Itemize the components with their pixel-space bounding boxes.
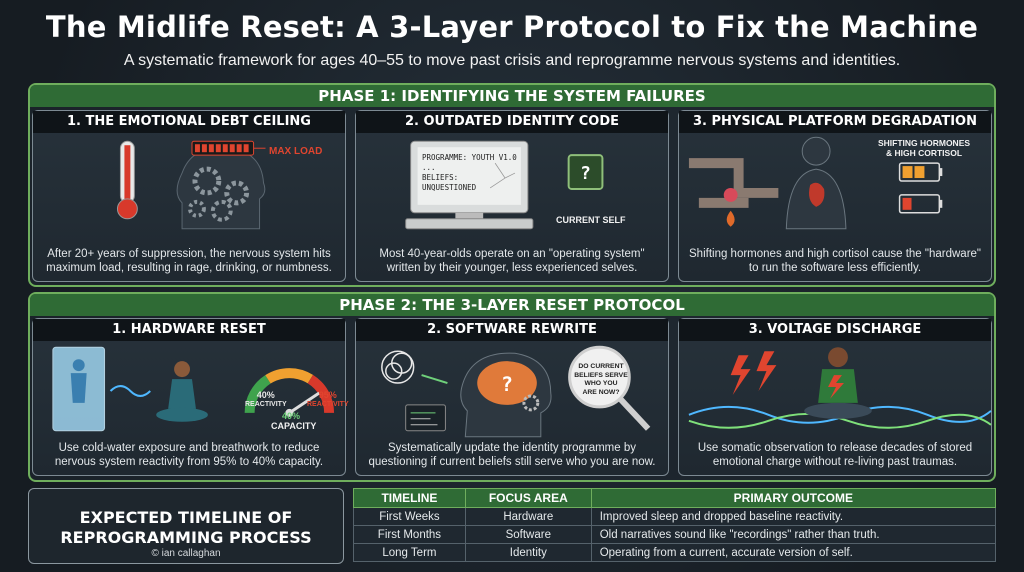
gauge-left-value: 40% — [256, 390, 275, 400]
card-title: 3. PHYSICAL PLATFORM DEGRADATION — [679, 111, 991, 133]
table-cell: Old narratives sound like "recordings" r… — [590, 525, 997, 544]
monitor-icon — [405, 140, 534, 230]
gauge-left-label: 40% REACTIVITY — [245, 391, 287, 409]
credit: © ian callaghan — [151, 548, 221, 559]
page-subtitle: A systematic framework for ages 40–55 to… — [123, 52, 901, 69]
gauge-center-label: 40% CAPACITY — [271, 411, 317, 431]
card-title: 3. VOLTAGE DISCHARGE — [679, 319, 991, 341]
phase-2-header: PHASE 2: THE 3-LAYER RESET PROTOCOL — [30, 294, 994, 316]
energy-wave-icon — [688, 412, 992, 429]
degraded-body-illustration — [688, 136, 943, 230]
card-description: Systematically update the identity progr… — [368, 442, 656, 468]
gauge-right-sub: REACTIVITY — [307, 401, 349, 408]
current-self-label: CURRENT SELF — [556, 215, 626, 225]
battery-low-icon — [898, 194, 943, 214]
card-title: 1. THE EMOTIONAL DEBT CEILING — [33, 111, 345, 133]
table-row: Long Term Identity Operating from a curr… — [353, 543, 997, 562]
question-line: DO CURRENT — [578, 363, 624, 370]
screen-line: BELIEFS: — [422, 173, 459, 182]
card-description: Use cold-water exposure and breathwork t… — [54, 442, 324, 468]
screen-line: ... — [422, 163, 436, 172]
meditation-figure-icon — [156, 361, 208, 422]
screen-line: UNQUESTIONED — [422, 183, 477, 192]
gauge-right-value: 95% — [318, 390, 337, 400]
table-cell: Long Term — [353, 543, 466, 562]
table-cell: Software — [464, 525, 592, 544]
head-brain-icon: ? — [460, 352, 552, 438]
svg-text:?: ? — [501, 373, 513, 396]
hormones-label-line: SHIFTING HORMONES — [877, 138, 971, 148]
card-hardware-reset: 1. HARDWARE RESET 40% REACTIVITY 95% REA… — [32, 318, 349, 476]
table-cell: Operating from a current, accurate versi… — [590, 543, 997, 562]
arrow-icon — [421, 374, 448, 384]
table-cell: Identity — [464, 543, 592, 562]
ice-block-icon — [52, 346, 106, 432]
card-description: Shifting hormones and high cortisol caus… — [689, 248, 981, 274]
timeline-table: TIMELINE FOCUS AREA PRIMARY OUTCOME Firs… — [353, 488, 997, 562]
svg-text:?: ? — [580, 163, 591, 184]
card-description: Most 40-year-olds operate on an "operati… — [379, 248, 645, 274]
table-cell: Improved sleep and dropped baseline reac… — [590, 507, 997, 526]
screen-text: PROGRAMME: YOUTH V1.0 ... BELIEFS: UNQUE… — [422, 153, 517, 193]
timeline-heading-box: EXPECTED TIMELINE OF REPROGRAMMING PROCE… — [28, 488, 344, 564]
table-cell: First Months — [353, 525, 466, 544]
gauge-center-value: 40% — [281, 411, 300, 421]
card-voltage-discharge: 3. VOLTAGE DISCHARGE Use somatic observa… — [678, 318, 992, 476]
gauge-caption: CAPACITY — [271, 421, 317, 431]
question-line: WHO YOU — [584, 380, 618, 387]
overloaded-mind-illustration — [116, 140, 266, 230]
question-bubble: DO CURRENT BELIEFS SERVE WHO YOU ARE NOW… — [573, 363, 629, 397]
hormones-label: SHIFTING HORMONES & HIGH CORTISOL — [859, 138, 989, 158]
heart-icon — [723, 187, 738, 202]
gauge-left-sub: REACTIVITY — [245, 401, 287, 408]
page-title: The Midlife Reset: A 3-Layer Protocol to… — [45, 10, 979, 44]
timeline-heading-line: EXPECTED TIMELINE OF — [79, 508, 293, 527]
reactivity-gauge-icon — [244, 368, 335, 417]
flame-icon — [726, 210, 735, 227]
head-gears-icon — [176, 146, 266, 230]
code-window-icon — [405, 404, 446, 432]
overload-meter-icon — [191, 140, 266, 156]
card-description: Use somatic observation to release decad… — [697, 442, 973, 468]
card-title: 2. SOFTWARE REWRITE — [356, 319, 668, 341]
column-header: FOCUS AREA — [464, 488, 592, 508]
question-line: ARE NOW? — [582, 388, 620, 396]
column-header: TIMELINE — [353, 488, 466, 508]
body-silhouette-icon — [785, 136, 847, 230]
mind-rewrite-illustration: ? — [381, 345, 651, 438]
question-line: BELIEFS SERVE — [574, 371, 628, 379]
old-computer-illustration: ? — [405, 140, 604, 230]
table-row: First Weeks Hardware Improved sleep and … — [353, 507, 997, 526]
timeline-heading-line: REPROGRAMMING PROCESS — [60, 528, 312, 547]
column-header: PRIMARY OUTCOME — [590, 488, 997, 508]
breath-wave-icon — [109, 385, 151, 397]
card-software-rewrite: 2. SOFTWARE REWRITE ? DO CURRENT BELIEFS… — [355, 318, 669, 476]
tangled-thoughts-icon — [381, 350, 415, 384]
card-emotional-debt-ceiling: 1. THE EMOTIONAL DEBT CEILING MAX LOAD A… — [32, 110, 346, 282]
table-row: First Months Software Old narratives sou… — [353, 525, 997, 544]
hormones-label-line: & HIGH CORTISOL — [885, 148, 963, 158]
pipes-icon — [688, 158, 779, 208]
battery-half-icon — [898, 162, 943, 182]
meditating-person-icon — [804, 347, 872, 419]
card-title: 1. HARDWARE RESET — [33, 319, 345, 341]
thermometer-icon — [116, 140, 138, 220]
card-outdated-identity-code: 2. OUTDATED IDENTITY CODE ? PROGRAMME: Y… — [355, 110, 669, 282]
magnifier-icon — [568, 345, 651, 431]
table-cell: First Weeks — [353, 507, 466, 526]
card-description: After 20+ years of suppression, the nerv… — [46, 248, 332, 274]
chip-icon: ? — [567, 154, 604, 190]
phase-1-header: PHASE 1: IDENTIFYING THE SYSTEM FAILURES — [30, 85, 994, 107]
card-physical-platform-degradation: 3. PHYSICAL PLATFORM DEGRADATION SHIFTI — [678, 110, 992, 282]
table-header-row: TIMELINE FOCUS AREA PRIMARY OUTCOME — [353, 488, 997, 508]
table-cell: Hardware — [464, 507, 592, 526]
card-title: 2. OUTDATED IDENTITY CODE — [356, 111, 668, 133]
lightning-bolts-icon — [730, 351, 777, 395]
gauge-right-label: 95% REACTIVITY — [307, 391, 349, 409]
max-load-label: MAX LOAD — [269, 146, 323, 157]
screen-line: PROGRAMME: YOUTH V1.0 — [422, 153, 517, 162]
cold-exposure-illustration — [52, 346, 335, 432]
meditation-discharge-illustration — [688, 347, 992, 429]
